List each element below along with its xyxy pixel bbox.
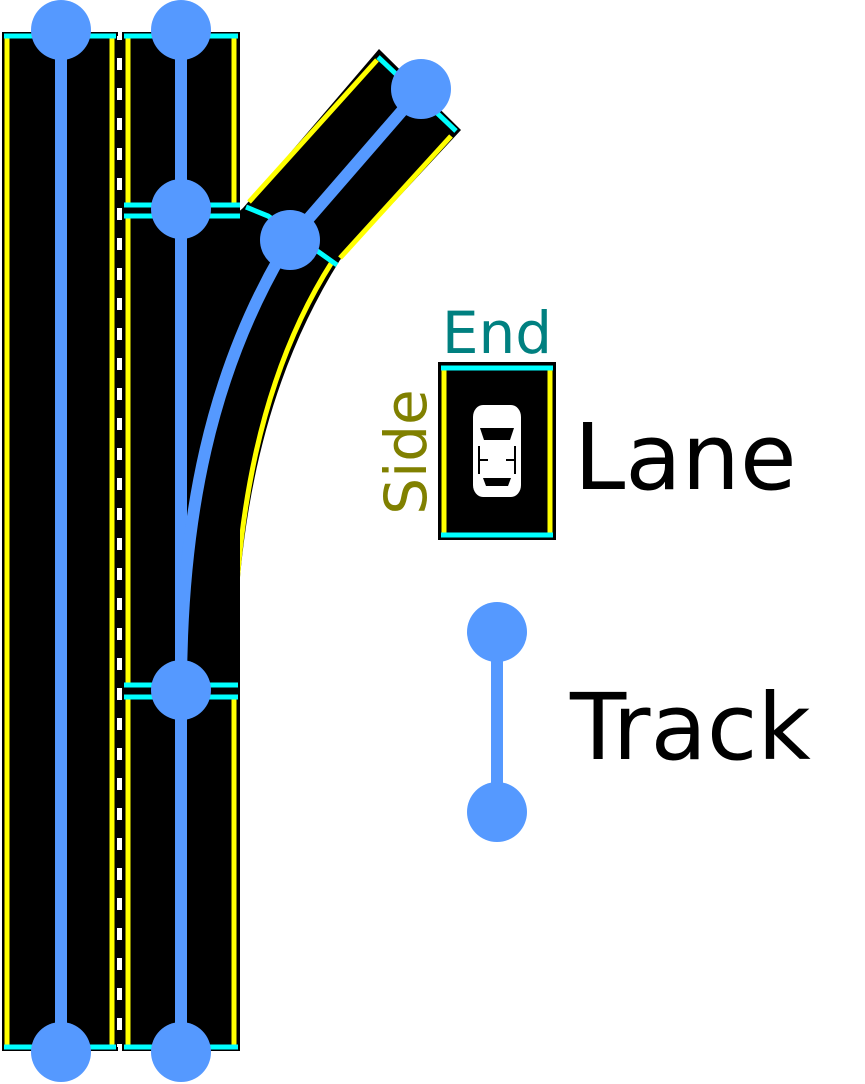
track-node[interactable]	[151, 660, 211, 720]
track-label: Track	[569, 674, 811, 781]
end-label: End	[442, 299, 552, 367]
track-node[interactable]	[391, 59, 451, 119]
track-legend: Track	[467, 602, 811, 842]
track-legend-end-node	[467, 782, 527, 842]
track-node[interactable]	[151, 1022, 211, 1082]
branch-track-line	[175, 85, 426, 691]
track-node[interactable]	[31, 1022, 91, 1082]
side-label: Side	[372, 389, 440, 514]
branch-upper-outer-side-line	[338, 134, 453, 260]
lane-label: Lane	[574, 404, 797, 511]
road-network	[2, 32, 461, 1051]
lane-legend: End Side Lane	[372, 299, 797, 540]
tracks	[31, 0, 451, 1082]
track-node[interactable]	[260, 210, 320, 270]
track-node[interactable]	[151, 179, 211, 239]
branch-lane	[230, 49, 461, 691]
track-node[interactable]	[151, 0, 211, 60]
track-legend-start-node	[467, 602, 527, 662]
branch-upper-inner-side-line	[247, 58, 379, 204]
branch-road-outline	[235, 49, 461, 690]
car-icon	[473, 405, 521, 497]
track-node[interactable]	[31, 0, 91, 60]
